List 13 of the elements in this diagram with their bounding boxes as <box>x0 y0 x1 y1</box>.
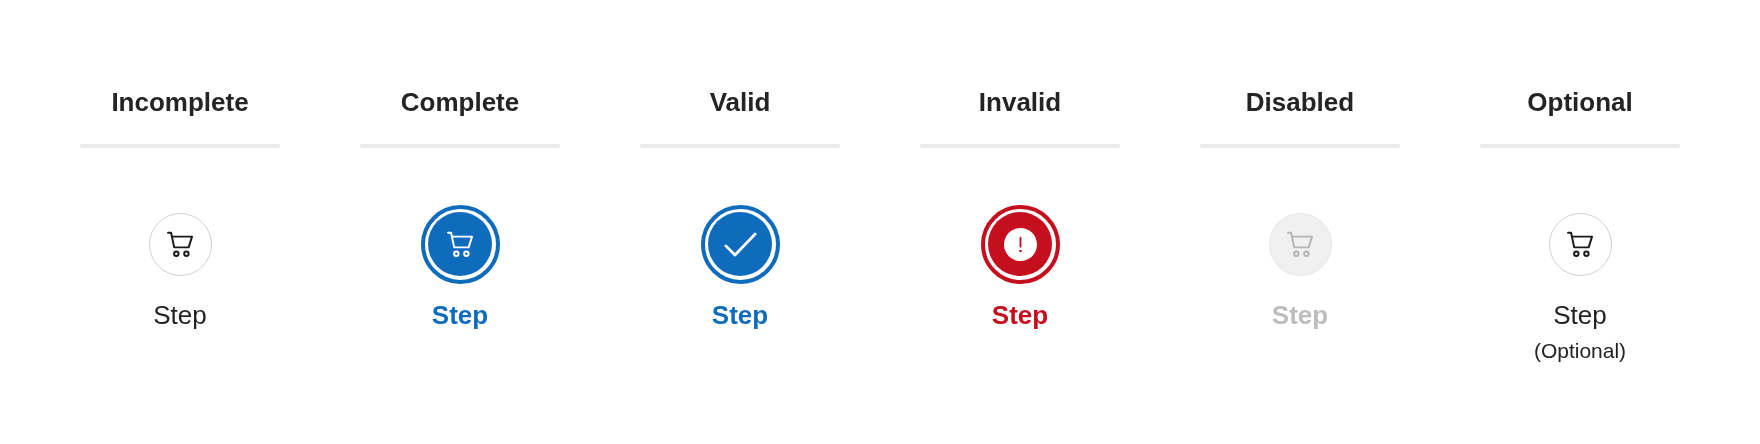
step-label: Step <box>991 300 1049 330</box>
step-label: Step <box>153 300 207 330</box>
state-heading: Incomplete <box>110 86 250 118</box>
state-heading: Optional <box>1526 86 1634 118</box>
step-label: Step <box>1271 300 1329 330</box>
step-label: Step <box>431 300 489 330</box>
state-heading: Complete <box>399 86 521 118</box>
step-label: Step <box>1553 300 1607 330</box>
state-heading: Valid <box>708 86 772 118</box>
step-label: Step <box>711 300 769 330</box>
state-heading: Disabled <box>1244 86 1356 118</box>
state-heading: Invalid <box>977 86 1063 118</box>
step-sublabel: (Optional) <box>1533 338 1627 364</box>
